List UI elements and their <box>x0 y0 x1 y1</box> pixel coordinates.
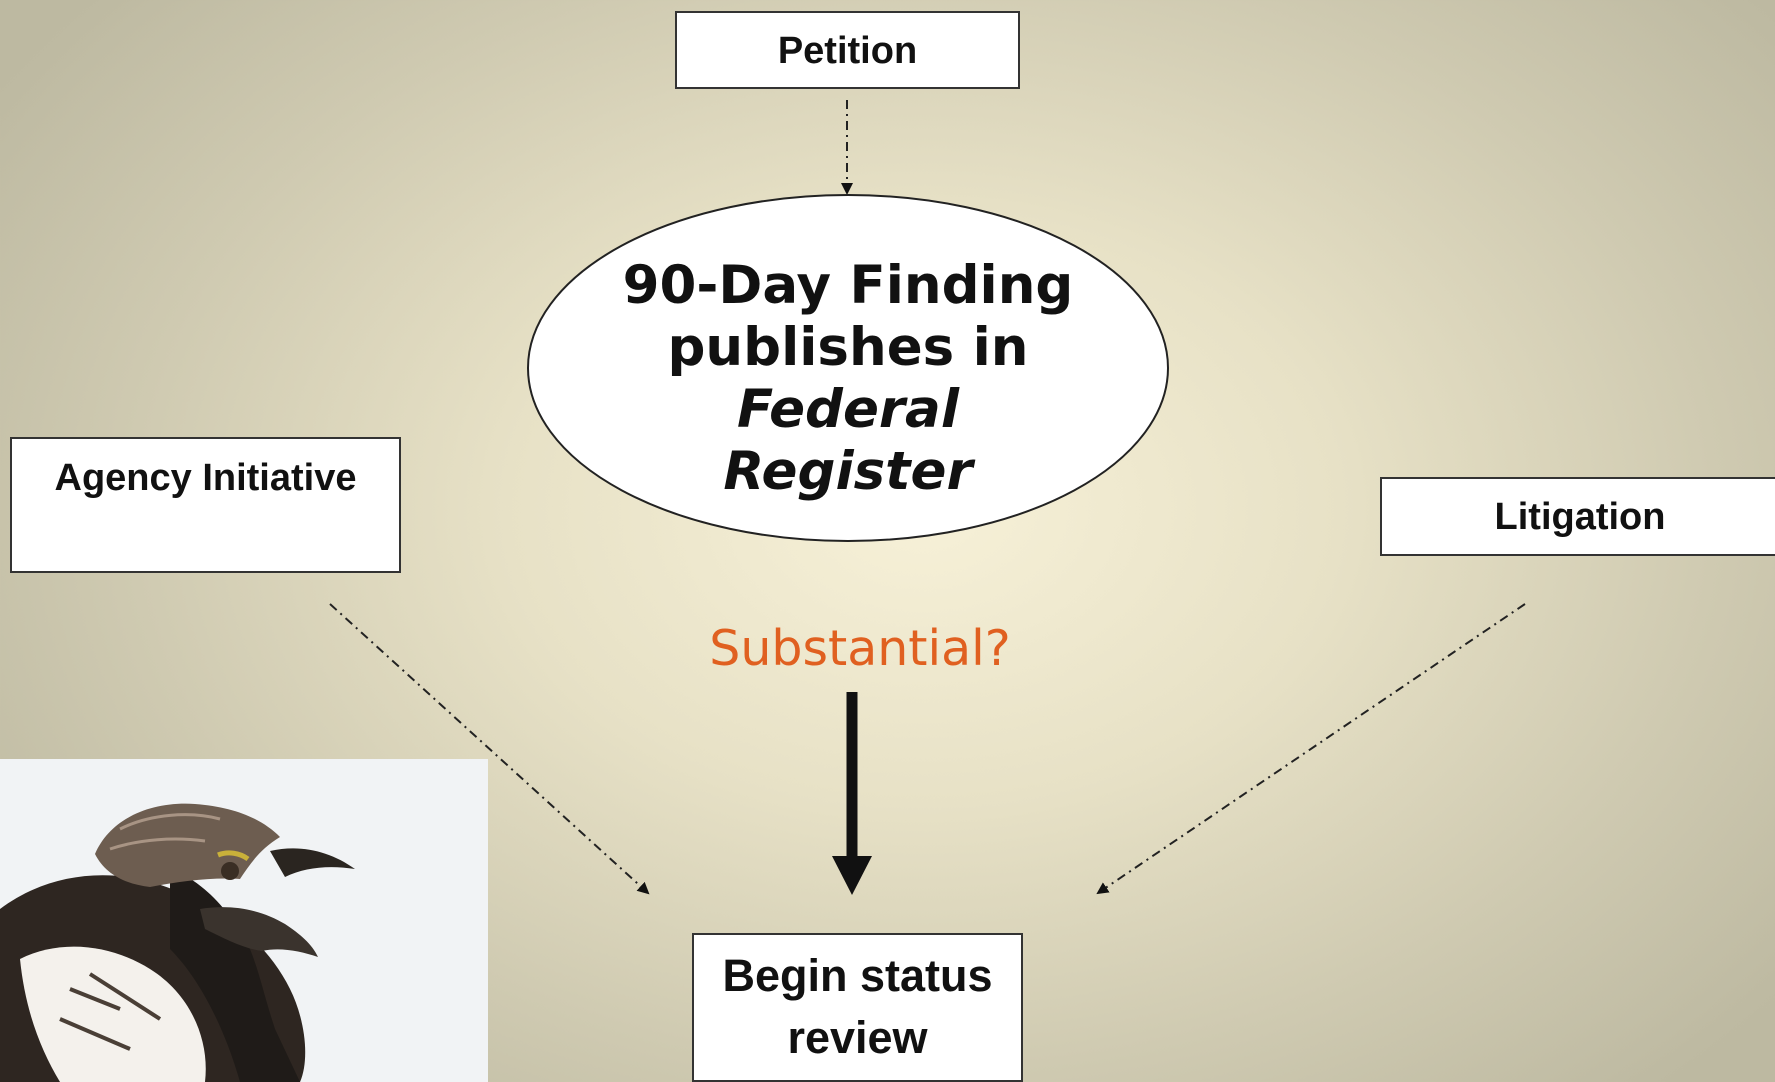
sage-grouse-photo <box>0 759 488 1082</box>
agency-initiative-label: Agency Initiative <box>54 457 357 499</box>
finding-line-2: publishes in <box>667 317 1029 378</box>
begin-status-review-box: Begin status review <box>692 933 1023 1082</box>
substantial-decision-label: Substantial? <box>709 620 1011 677</box>
agency-to-review-arrow <box>329 603 650 895</box>
petition-label: Petition <box>777 30 918 72</box>
review-line-1: Begin status <box>722 950 993 1001</box>
petition-box: Petition <box>675 11 1020 89</box>
finding-line-3: Federal <box>737 379 959 440</box>
bird-illustration <box>0 803 355 1082</box>
finding-ellipse <box>527 194 1169 542</box>
review-line-2: review <box>787 1012 928 1063</box>
substantial-arrow-head <box>832 856 872 895</box>
finding-text: 90-Day Finding publishes in Federal Regi… <box>565 255 1131 503</box>
litigation-to-review-arrow <box>1096 603 1526 895</box>
finding-line-4: Register <box>723 441 973 502</box>
litigation-box: Litigation <box>1380 477 1775 556</box>
litigation-label: Litigation <box>1494 496 1666 538</box>
agency-initiative-box: Agency Initiative <box>10 437 401 573</box>
finding-line-1: 90-Day Finding <box>622 255 1074 316</box>
